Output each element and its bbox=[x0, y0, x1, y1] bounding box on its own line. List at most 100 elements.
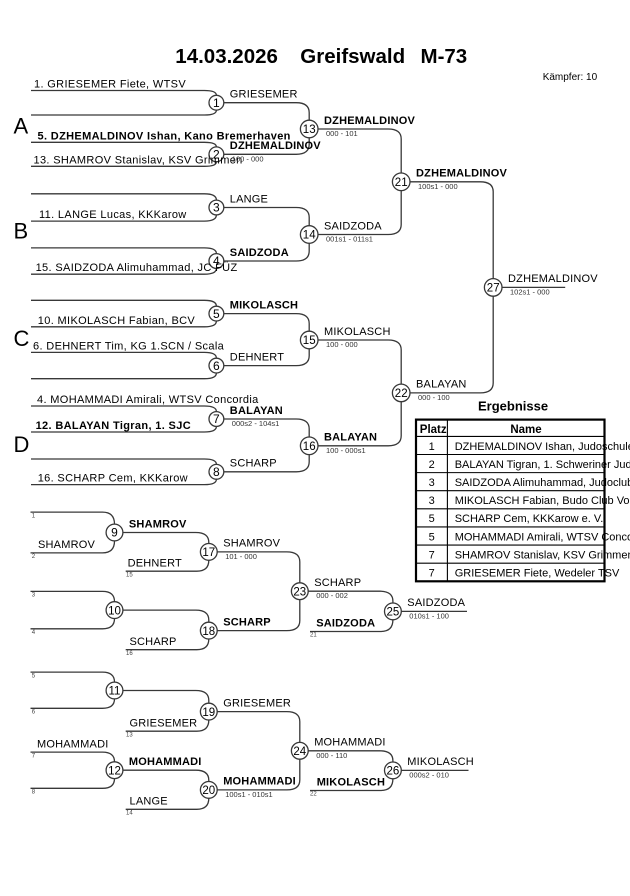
svg-text:2: 2 bbox=[213, 148, 220, 162]
svg-text:DZHEMALDINOV: DZHEMALDINOV bbox=[508, 273, 598, 285]
svg-text:MIKOLASCH: MIKOLASCH bbox=[324, 326, 391, 338]
svg-text:8: 8 bbox=[213, 465, 220, 479]
svg-text:22: 22 bbox=[310, 792, 317, 798]
svg-text:15: 15 bbox=[126, 572, 133, 578]
svg-text:GRIESEMER: GRIESEMER bbox=[230, 89, 298, 101]
svg-text:18: 18 bbox=[202, 626, 215, 638]
svg-text:SHAMROV: SHAMROV bbox=[38, 539, 95, 551]
svg-text:SAIDZODA: SAIDZODA bbox=[230, 247, 289, 259]
svg-text:20: 20 bbox=[202, 785, 215, 797]
svg-text:MIKOLASCH Fabian, Budo Club Vo: MIKOLASCH Fabian, Budo Club Vorpommern bbox=[455, 495, 630, 507]
svg-text:13. SHAMROV Stanislav, KSV Gri: 13. SHAMROV Stanislav, KSV Grimmen bbox=[34, 154, 243, 166]
svg-text:5: 5 bbox=[32, 673, 36, 679]
svg-text:SCHARP: SCHARP bbox=[130, 636, 177, 648]
svg-text:21: 21 bbox=[395, 177, 408, 189]
svg-text:7: 7 bbox=[213, 412, 220, 426]
svg-text:1: 1 bbox=[213, 96, 220, 110]
svg-text:Ergebnisse: Ergebnisse bbox=[478, 399, 548, 414]
svg-text:16: 16 bbox=[303, 441, 316, 453]
svg-text:14: 14 bbox=[126, 811, 133, 817]
svg-text:21: 21 bbox=[310, 633, 317, 639]
svg-text:2: 2 bbox=[32, 554, 36, 560]
svg-text:12. BALAYAN Tigran, 1. SJC: 12. BALAYAN Tigran, 1. SJC bbox=[36, 420, 191, 432]
svg-text:SHAMROV: SHAMROV bbox=[129, 518, 187, 530]
svg-text:GRIESEMER: GRIESEMER bbox=[223, 697, 291, 709]
svg-text:5: 5 bbox=[213, 307, 220, 321]
svg-text:100 - 000s1: 100 - 000s1 bbox=[326, 446, 366, 455]
svg-text:DZHEMALDINOV: DZHEMALDINOV bbox=[416, 168, 507, 180]
svg-text:100 - 000: 100 - 000 bbox=[232, 154, 264, 163]
svg-text:17: 17 bbox=[202, 547, 215, 559]
svg-text:2: 2 bbox=[429, 459, 435, 471]
svg-text:6. DEHNERT Tim, KG 1.SCN / Sca: 6. DEHNERT Tim, KG 1.SCN / Scala bbox=[33, 340, 225, 352]
svg-text:DZHEMALDINOV Ishan, Judoschule: DZHEMALDINOV Ishan, Judoschule Halle bbox=[455, 441, 630, 453]
svg-text:GRIESEMER: GRIESEMER bbox=[130, 717, 198, 729]
svg-text:A: A bbox=[14, 114, 29, 139]
svg-text:101 - 000: 101 - 000 bbox=[225, 552, 257, 561]
svg-text:5: 5 bbox=[429, 531, 435, 543]
svg-text:100s1 - 000: 100s1 - 000 bbox=[418, 182, 458, 191]
svg-text:10. MIKOLASCH Fabian, BCV: 10. MIKOLASCH Fabian, BCV bbox=[38, 315, 196, 327]
svg-text:27: 27 bbox=[487, 283, 500, 295]
svg-text:12: 12 bbox=[108, 765, 121, 777]
svg-text:15. SAIDZODA Alimuhammad, JC F: 15. SAIDZODA Alimuhammad, JC FÜZ bbox=[36, 262, 238, 274]
svg-text:LANGE: LANGE bbox=[130, 796, 168, 808]
svg-text:SHAMROV Stanislav, KSV Grimmen: SHAMROV Stanislav, KSV Grimmen bbox=[455, 549, 630, 561]
svg-text:14: 14 bbox=[303, 230, 316, 242]
svg-text:MOHAMMADI: MOHAMMADI bbox=[129, 756, 202, 768]
svg-text:MIKOLASCH: MIKOLASCH bbox=[230, 299, 298, 311]
svg-text:DEHNERT: DEHNERT bbox=[230, 351, 284, 363]
svg-text:100 - 000: 100 - 000 bbox=[326, 340, 358, 349]
svg-text:000 - 100: 000 - 100 bbox=[418, 393, 450, 402]
svg-text:13: 13 bbox=[303, 124, 316, 136]
svg-text:SCHARP: SCHARP bbox=[314, 577, 361, 589]
svg-text:4. MOHAMMADI Amirali, WTSV Con: 4. MOHAMMADI Amirali, WTSV Concordia bbox=[37, 394, 259, 406]
svg-text:13: 13 bbox=[126, 732, 133, 738]
svg-text:C: C bbox=[14, 326, 30, 351]
svg-text:BALAYAN: BALAYAN bbox=[324, 432, 377, 444]
svg-text:SHAMROV: SHAMROV bbox=[223, 538, 280, 550]
svg-text:4: 4 bbox=[213, 254, 220, 268]
svg-text:B: B bbox=[14, 219, 29, 244]
svg-text:16: 16 bbox=[126, 651, 133, 657]
svg-text:102s1 - 000: 102s1 - 000 bbox=[510, 287, 550, 296]
svg-text:Kämpfer: 10: Kämpfer: 10 bbox=[543, 72, 598, 83]
svg-text:SCHARP: SCHARP bbox=[223, 616, 271, 628]
svg-text:3: 3 bbox=[213, 201, 220, 215]
svg-text:6: 6 bbox=[213, 359, 220, 373]
svg-text:7: 7 bbox=[429, 568, 435, 580]
svg-text:LANGE: LANGE bbox=[230, 193, 268, 205]
svg-text:000s2 - 010: 000s2 - 010 bbox=[409, 770, 449, 779]
svg-text:BALAYAN Tigran, 1. Schweriner: BALAYAN Tigran, 1. Schweriner Judoclub bbox=[455, 459, 630, 471]
svg-text:8: 8 bbox=[32, 790, 36, 796]
svg-text:9: 9 bbox=[111, 526, 118, 540]
svg-text:001s1 - 011s1: 001s1 - 011s1 bbox=[326, 235, 373, 244]
svg-text:1: 1 bbox=[429, 441, 435, 453]
svg-text:DZHEMALDINOV: DZHEMALDINOV bbox=[324, 115, 415, 127]
svg-text:7: 7 bbox=[32, 753, 36, 759]
svg-text:MOHAMMADI: MOHAMMADI bbox=[37, 738, 108, 750]
svg-text:Name: Name bbox=[510, 424, 541, 436]
svg-text:GRIESEMER Fiete, Wedeler TSV: GRIESEMER Fiete, Wedeler TSV bbox=[455, 568, 620, 580]
svg-text:MOHAMMADI: MOHAMMADI bbox=[223, 776, 296, 788]
svg-text:1. GRIESEMER Fiete, WTSV: 1. GRIESEMER Fiete, WTSV bbox=[34, 79, 186, 91]
svg-text:SCHARP: SCHARP bbox=[230, 458, 277, 470]
svg-text:25: 25 bbox=[387, 607, 400, 619]
svg-text:24: 24 bbox=[293, 746, 306, 758]
svg-text:Platz: Platz bbox=[420, 424, 447, 436]
svg-text:D: D bbox=[14, 432, 30, 457]
svg-text:3: 3 bbox=[32, 593, 36, 599]
svg-text:19: 19 bbox=[202, 707, 215, 719]
svg-text:BALAYAN: BALAYAN bbox=[230, 405, 283, 417]
svg-text:SAIDZODA: SAIDZODA bbox=[407, 597, 465, 609]
svg-text:16. SCHARP Cem, KKKarow: 16. SCHARP Cem, KKKarow bbox=[38, 473, 188, 485]
svg-text:4: 4 bbox=[32, 630, 36, 636]
svg-text:000 - 110: 000 - 110 bbox=[316, 751, 347, 760]
svg-text:SAIDZODA: SAIDZODA bbox=[324, 220, 382, 232]
svg-text:MIKOLASCH: MIKOLASCH bbox=[407, 756, 474, 768]
svg-text:10: 10 bbox=[108, 605, 121, 617]
svg-text:3: 3 bbox=[429, 477, 435, 489]
svg-text:000 - 101: 000 - 101 bbox=[326, 129, 358, 138]
svg-text:11. LANGE Lucas, KKKarow: 11. LANGE Lucas, KKKarow bbox=[39, 209, 187, 221]
